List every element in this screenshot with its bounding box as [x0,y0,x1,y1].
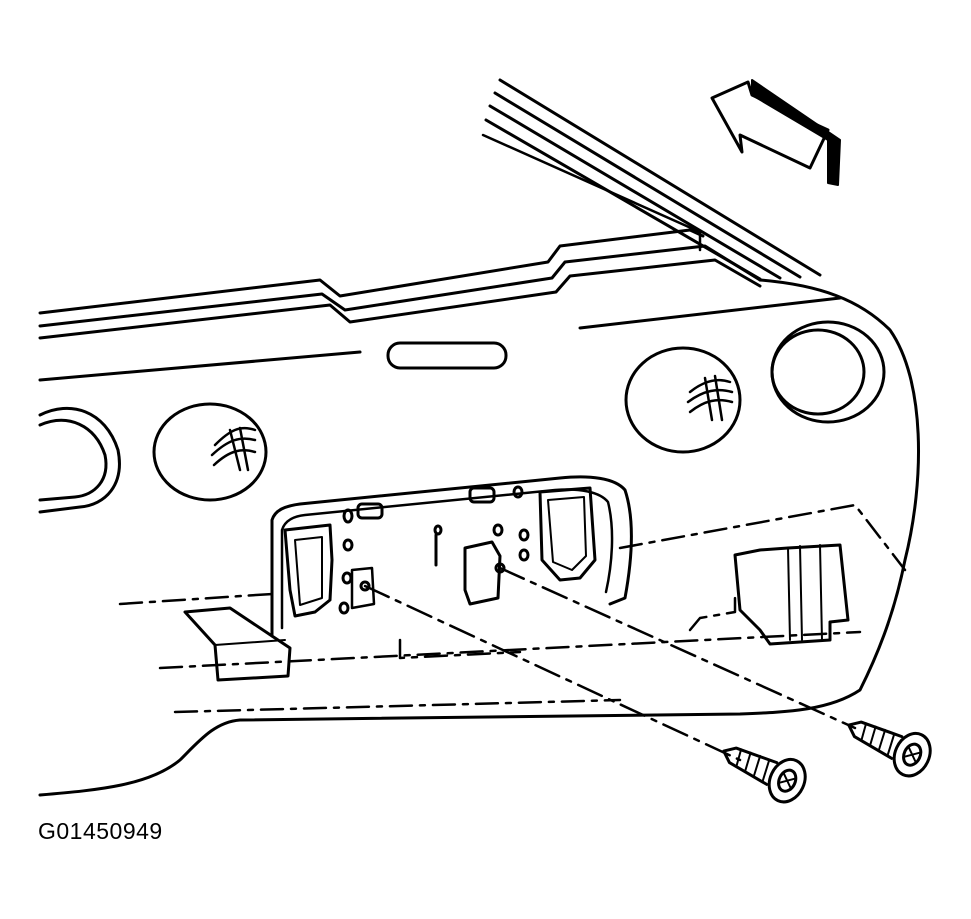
panel-upper-edge [38,228,842,382]
right-round-vent [624,346,742,454]
right-vent [770,320,886,424]
left-vent [38,406,121,514]
screw-centerlines [363,566,857,762]
screw-icon [847,720,932,778]
panel-outline [38,278,921,797]
direction-arrow-icon [710,79,841,186]
figure-caption-code: G01450949 [38,818,163,844]
left-round-vent [152,402,268,502]
top-trim-strip [481,78,822,281]
mounting-base-outline [118,503,907,714]
screw-icon [722,746,807,804]
center-slot [386,341,508,370]
module-housing [270,475,633,638]
mounting-blocks [183,543,850,682]
